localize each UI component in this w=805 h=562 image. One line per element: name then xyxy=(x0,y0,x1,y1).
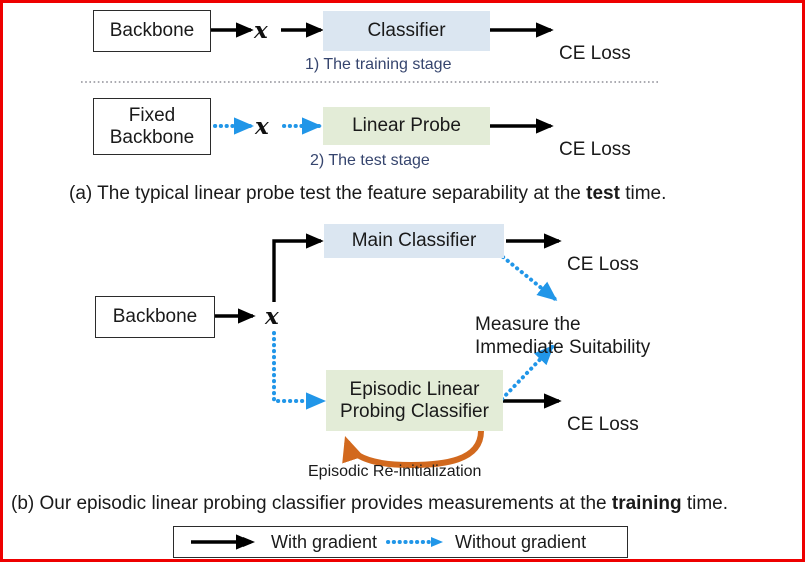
feature-symbol-test: x xyxy=(255,113,269,140)
without-gradient-label: Without gradient xyxy=(455,532,586,553)
episodic-classifier-box-label: Episodic Linear Probing Classifier xyxy=(340,378,489,422)
linear-probe-box-label: Linear Probe xyxy=(352,115,461,137)
ce-loss-test: CE Loss xyxy=(559,116,631,162)
ce-loss-main-label: CE Loss xyxy=(567,253,639,275)
caption-a-prefix: (a) The typical linear probe test the fe… xyxy=(69,183,587,204)
fixed-backbone-box: Fixed Backbone xyxy=(93,98,211,155)
with-gradient-text: With gradient xyxy=(271,532,378,552)
backbone-box-training-label: Backbone xyxy=(109,20,195,42)
main-classifier-box: Main Classifier xyxy=(324,224,504,258)
backbone-box-training: Backbone xyxy=(93,10,211,52)
caption-a-bold: test xyxy=(586,183,620,204)
feature-symbol-training: x xyxy=(254,17,268,44)
legend-arrow-layer xyxy=(191,534,443,550)
arrow-x-to-main-classifier xyxy=(272,233,324,302)
caption-b-prefix: (b) Our episodic linear probing classifi… xyxy=(11,493,612,514)
without-gradient-arrow-icon xyxy=(386,537,443,547)
backbone-box-episodic: Backbone xyxy=(95,296,215,338)
episodic-classifier-box: Episodic Linear Probing Classifier xyxy=(326,370,503,431)
ce-loss-episodic-label: CE Loss xyxy=(567,413,639,435)
caption-b: (b) Our episodic linear probing classifi… xyxy=(11,493,728,515)
with-gradient-arrow-icon xyxy=(191,534,255,550)
with-gradient-label: With gradient xyxy=(271,532,377,553)
ce-loss-training-label: CE Loss xyxy=(559,42,631,64)
stage-label-training-text: 1) The training stage xyxy=(305,56,452,73)
stage-label-test-text: 2) The test stage xyxy=(310,152,430,169)
feature-symbol-test-label: x xyxy=(255,113,269,140)
stage-label-test: 2) The test stage xyxy=(310,152,430,170)
backbone-box-episodic-label: Backbone xyxy=(112,306,198,328)
measure-suitability-label: Measure the Immediate Suitability xyxy=(475,291,775,359)
linear-probe-box: Linear Probe xyxy=(323,107,490,145)
ce-loss-episodic: CE Loss xyxy=(567,391,639,437)
caption-a-suffix: time. xyxy=(619,183,667,204)
classifier-box: Classifier xyxy=(323,11,490,51)
arrow-episodic-reinitialization xyxy=(342,430,484,469)
feature-symbol-training-label: x xyxy=(254,17,268,44)
classifier-box-label: Classifier xyxy=(367,20,446,42)
measure-suitability-text: Measure the Immediate Suitability xyxy=(475,313,651,358)
caption-b-suffix: time. xyxy=(681,493,729,514)
ce-loss-training: CE Loss xyxy=(559,20,631,66)
caption-a: (a) The typical linear probe test the fe… xyxy=(69,183,666,205)
without-gradient-text: Without gradient xyxy=(455,532,587,552)
main-classifier-box-label: Main Classifier xyxy=(351,230,477,252)
ce-loss-test-label: CE Loss xyxy=(559,138,631,160)
stage-label-training: 1) The training stage xyxy=(305,56,451,74)
episodic-reinit-label: Episodic Re-initialization xyxy=(308,463,481,481)
fixed-backbone-box-label: Fixed Backbone xyxy=(109,104,195,148)
caption-b-bold: training xyxy=(611,493,682,514)
episodic-reinit-text: Episodic Re-initialization xyxy=(308,463,482,480)
arrow-x-to-episodic-classifier xyxy=(272,331,326,410)
ce-loss-main: CE Loss xyxy=(567,231,639,277)
feature-symbol-episodic: x xyxy=(265,303,279,330)
feature-symbol-episodic-label: x xyxy=(265,303,279,330)
